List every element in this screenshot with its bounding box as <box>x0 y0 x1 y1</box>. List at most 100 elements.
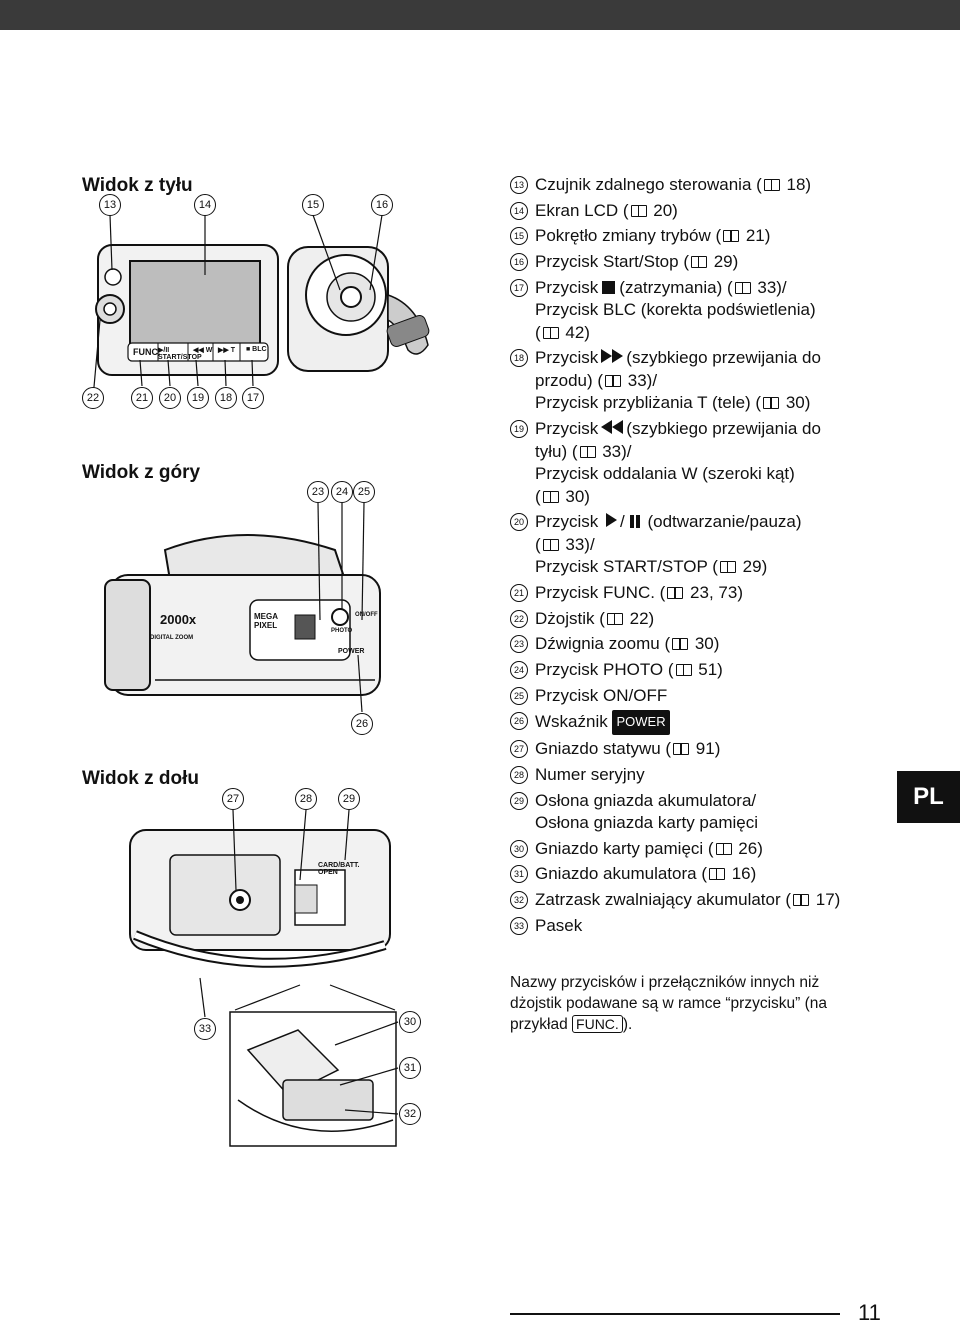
callout-13: 13 <box>99 194 121 216</box>
top-bar <box>0 0 960 30</box>
item-number: 14 <box>510 201 528 220</box>
item-number: 21 <box>510 584 528 602</box>
page-number: 11 <box>858 1300 881 1325</box>
heading-rear-view: Widok z tyłu <box>82 175 193 196</box>
callout-32: 32 <box>399 1103 421 1125</box>
item-number: 29 <box>510 791 528 810</box>
callout-22: 22 <box>82 387 104 409</box>
callout-33: 33 <box>194 1018 216 1040</box>
callout-24: 24 <box>331 481 353 503</box>
item-number: 15 <box>510 227 528 246</box>
item-number: 13 <box>510 176 528 194</box>
leader-lines <box>92 214 399 1115</box>
book-icon <box>542 326 559 339</box>
camcorder-top-illustration <box>104 534 381 696</box>
item-number: 23 <box>510 635 528 654</box>
play-icon <box>606 511 618 534</box>
label-card-batt-open: CARD/BATT. OPEN <box>318 862 360 876</box>
callout-23: 23 <box>307 481 329 503</box>
book-icon <box>734 281 751 294</box>
label-power: POWER <box>338 648 365 655</box>
label-start-stop: ▶/II START/STOP <box>158 347 202 361</box>
item-number: 17 <box>510 278 528 297</box>
label-2000x: 2000x <box>160 612 197 627</box>
item-number: 30 <box>510 839 528 858</box>
stop-icon <box>602 280 616 294</box>
label-func: FUNC. <box>133 347 161 357</box>
item-number: 22 <box>510 609 528 628</box>
item-number: 32 <box>510 891 528 910</box>
label-blc: ■ BLC <box>246 346 267 353</box>
book-icon <box>606 612 623 625</box>
callout-30: 30 <box>399 1011 421 1033</box>
book-icon <box>690 256 707 269</box>
callout-19: 19 <box>187 387 209 409</box>
book-icon <box>708 868 725 881</box>
book-icon <box>719 561 736 574</box>
callout-15: 15 <box>302 194 324 216</box>
callout-25: 25 <box>353 481 375 503</box>
book-icon <box>667 587 684 599</box>
item-number: 27 <box>510 740 528 759</box>
book-icon <box>763 179 780 191</box>
book-icon <box>675 664 692 677</box>
item-number: 26 <box>510 712 528 731</box>
callout-27: 27 <box>222 788 244 810</box>
func-button-example: FUNC. <box>572 1015 623 1033</box>
label-photo: PHOTO <box>331 628 353 634</box>
item-number: 24 <box>510 661 528 680</box>
callout-29: 29 <box>338 788 360 810</box>
callout-28: 28 <box>295 788 317 810</box>
callout-26: 26 <box>351 713 373 735</box>
item-number: 31 <box>510 865 528 884</box>
battery-compartment-illustration <box>229 1011 397 1147</box>
book-icon <box>542 538 559 551</box>
callout-16: 16 <box>371 194 393 216</box>
item-number: 28 <box>510 765 528 784</box>
book-icon <box>542 490 559 503</box>
item-number: 19 <box>510 420 528 439</box>
book-icon <box>605 374 622 387</box>
fast-forward-icon <box>601 347 624 370</box>
item-number: 20 <box>510 513 528 532</box>
camcorder-rear-illustration <box>95 244 430 376</box>
label-mega-pixel: MEGA PIXEL <box>254 612 278 630</box>
item-number: 18 <box>510 349 528 368</box>
book-icon <box>723 230 740 243</box>
item-number: 33 <box>510 916 528 935</box>
camcorder-bottom-illustration <box>129 829 391 968</box>
rewind-icon <box>601 418 624 441</box>
book-icon <box>793 894 810 907</box>
language-tab: PL <box>897 771 960 823</box>
book-icon <box>763 397 780 410</box>
power-badge: POWER <box>612 710 670 735</box>
heading-bottom-view: Widok z dołu <box>82 768 199 789</box>
label-onoff: ON/OFF <box>355 612 378 618</box>
book-icon <box>579 445 596 458</box>
callout-21: 21 <box>131 387 153 409</box>
callout-14: 14 <box>194 194 216 216</box>
item-number: 25 <box>510 686 528 705</box>
footer-rule <box>510 1313 840 1315</box>
callout-18: 18 <box>215 387 237 409</box>
item-number: 16 <box>510 253 528 272</box>
callout-17: 17 <box>242 387 264 409</box>
book-icon <box>672 638 689 651</box>
